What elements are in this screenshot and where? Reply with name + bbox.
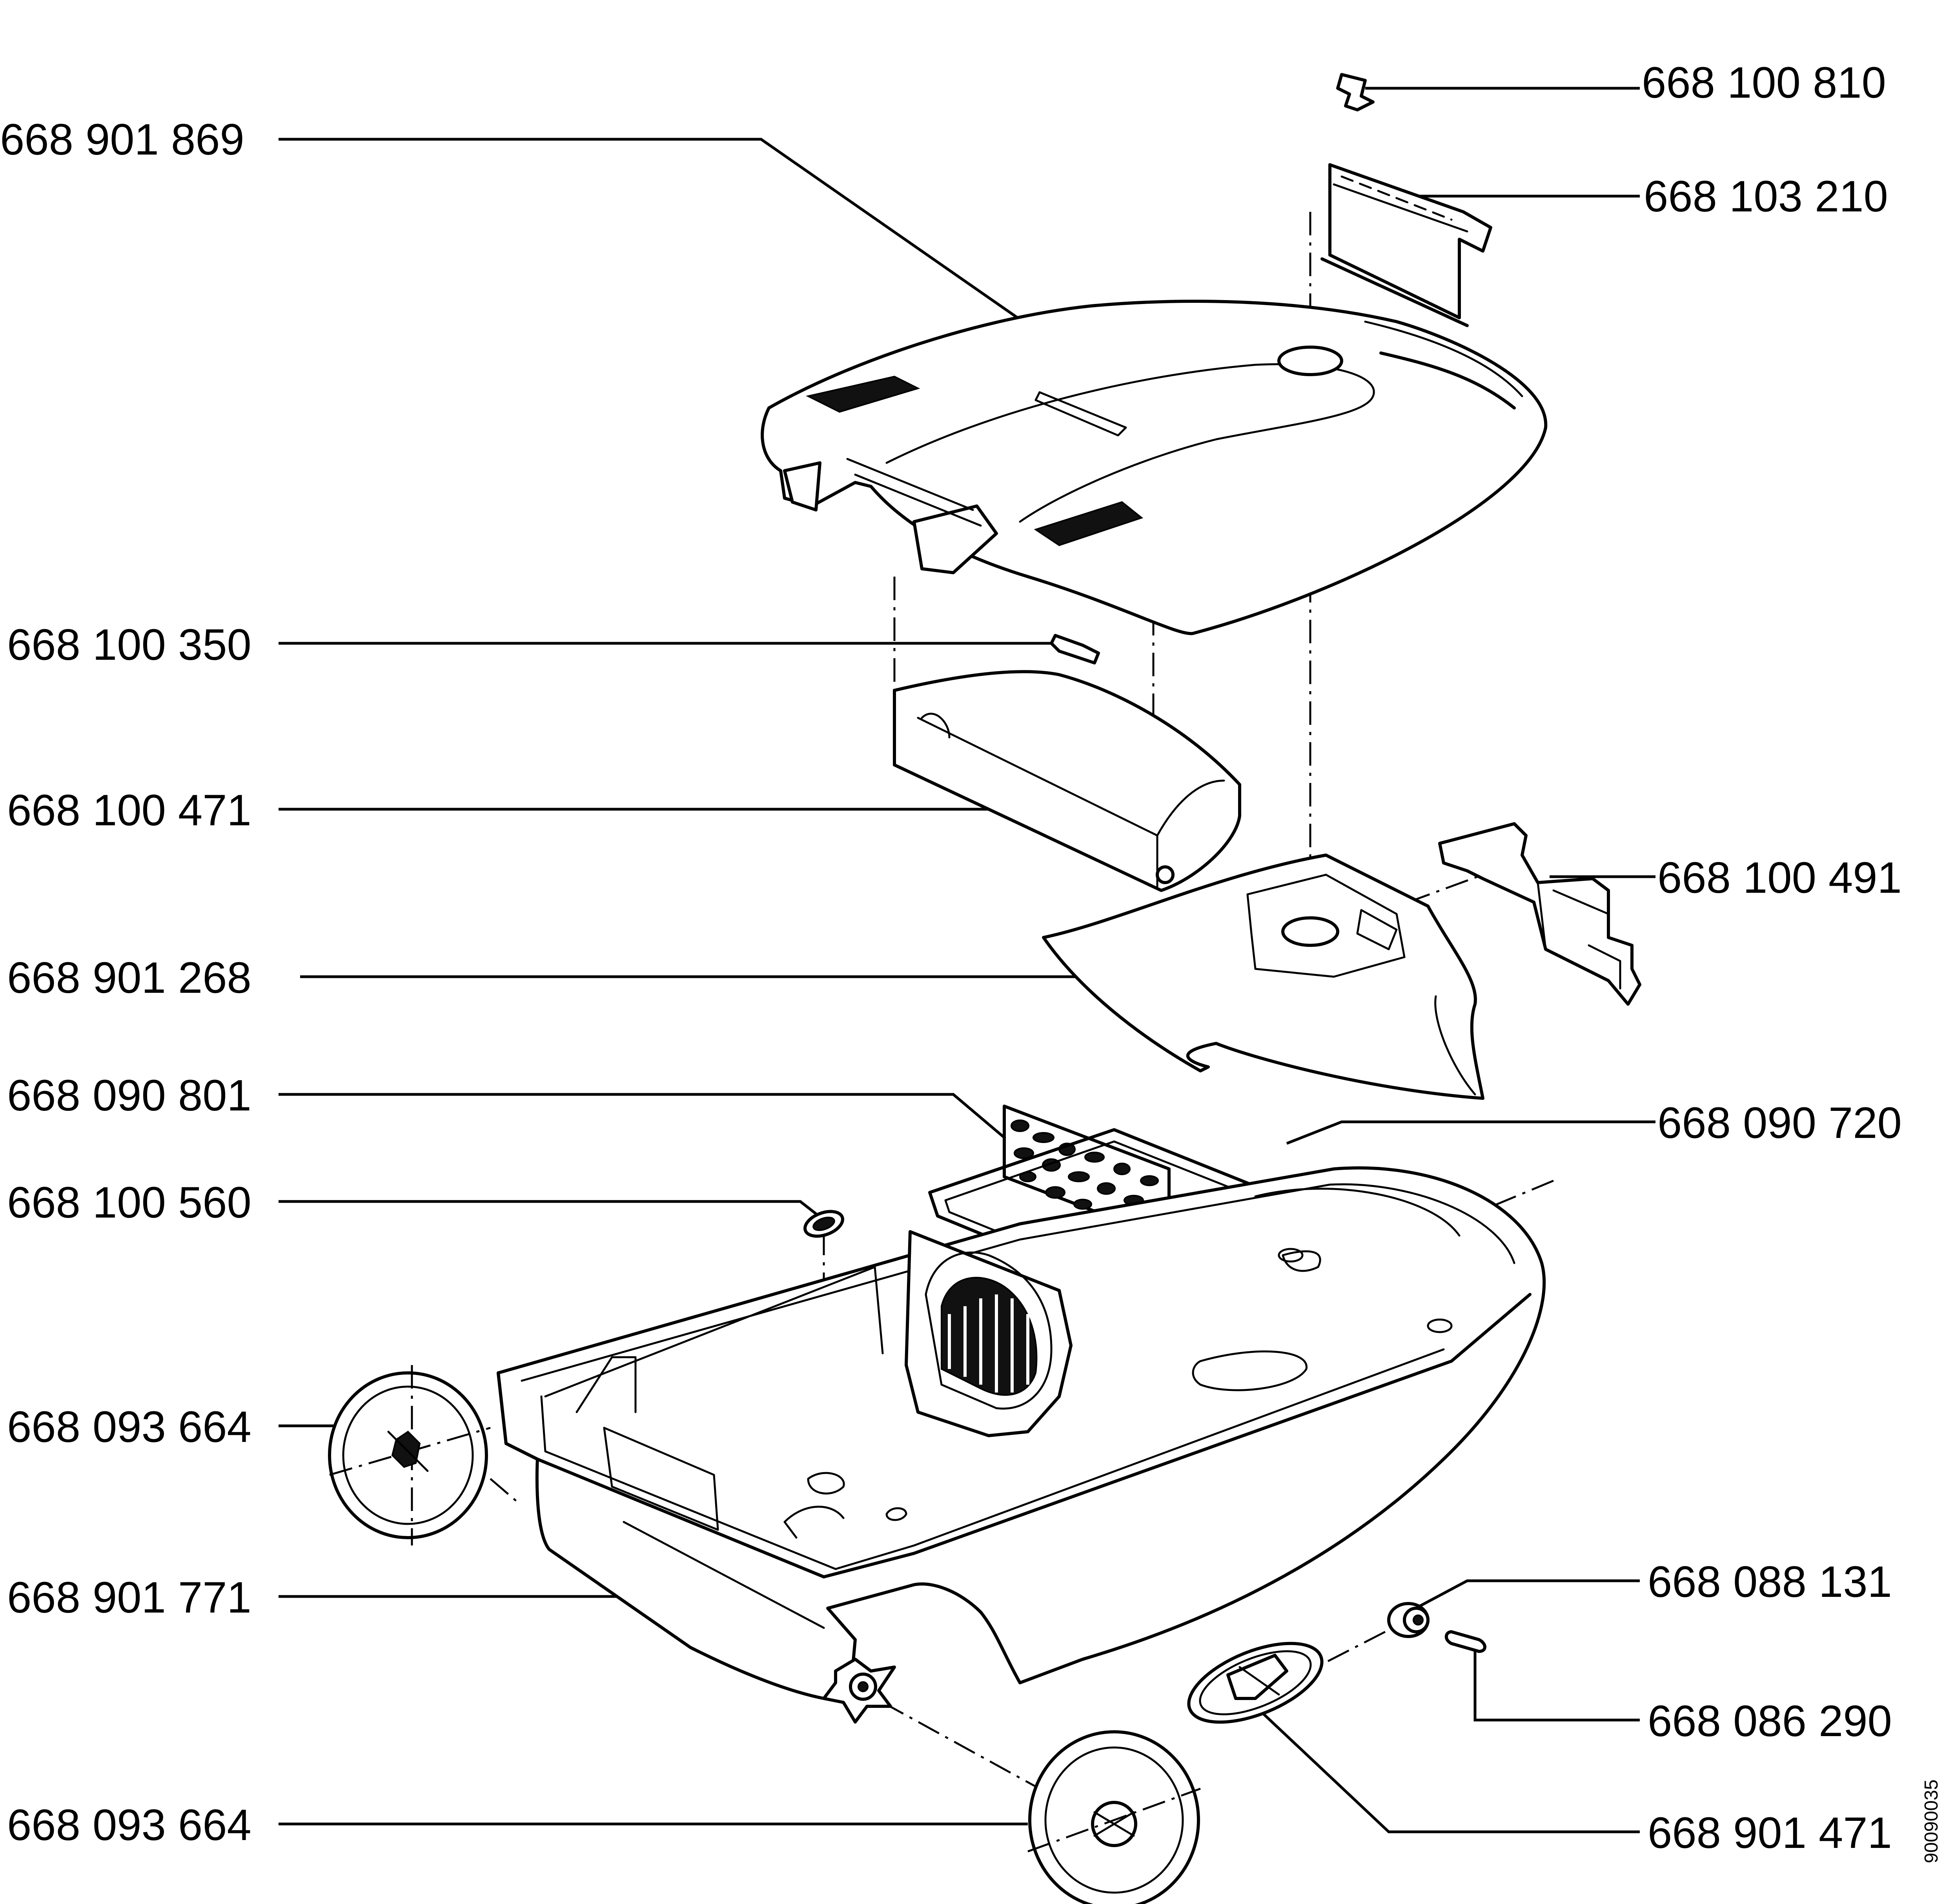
leader-axle-pin (1473, 1642, 1640, 1722)
label-wheel-left: 668 093 664 (7, 1402, 251, 1451)
axle-pin-part (1444, 1630, 1486, 1653)
label-filter-pad: 668 090 801 (7, 1071, 251, 1120)
label-wheel-bottom: 668 093 664 (7, 1800, 251, 1849)
label-filter-frame: 668 090 720 (1657, 1098, 1902, 1147)
label-grommet: 668 100 560 (7, 1178, 251, 1227)
small-clip-part (1050, 634, 1100, 664)
leader-swivel-castor (1254, 1705, 1640, 1833)
label-roller: 668 088 131 (1648, 1557, 1892, 1606)
bag-holder-part (1438, 822, 1641, 1006)
label-top-catch: 668 100 810 (1642, 58, 1886, 107)
label-dust-tray: 668 100 471 (7, 786, 251, 835)
label-axle-pin: 668 086 290 (1648, 1696, 1892, 1746)
leader-lid-cover (279, 138, 1052, 342)
label-dust-bag: 668 901 268 (7, 953, 251, 1002)
wheel-left-part (328, 1365, 491, 1545)
wheel-bottom-part (1027, 1730, 1201, 1904)
dust-tray-part (893, 670, 1241, 892)
label-bag-holder: 668 100 491 (1657, 853, 1902, 902)
leader-filter-frame (1286, 1120, 1655, 1145)
label-lid-cover: 668 901 869 (0, 115, 244, 164)
leader-roller (1408, 1579, 1640, 1614)
lid-cover-part (761, 300, 1548, 635)
document-id: 90090035 (1921, 1779, 1942, 1863)
swivel-castor-part (1187, 1642, 1324, 1724)
dust-bag-part (1042, 854, 1484, 1100)
label-base-housing: 668 901 771 (7, 1573, 251, 1622)
label-clip-small: 668 100 350 (7, 620, 251, 669)
leader-filter-pad (279, 1093, 1005, 1139)
top-catch-part (1336, 73, 1375, 111)
label-swivel-castor: 668 901 471 (1648, 1808, 1892, 1857)
roller-part (1387, 1602, 1430, 1638)
leader-lines (279, 87, 1655, 1833)
base-housing-part (497, 1166, 1546, 1724)
handle-part (1320, 163, 1492, 327)
grommet-part (803, 1210, 844, 1238)
leader-grommet (279, 1200, 825, 1221)
label-handle: 668 103 210 (1644, 172, 1888, 221)
